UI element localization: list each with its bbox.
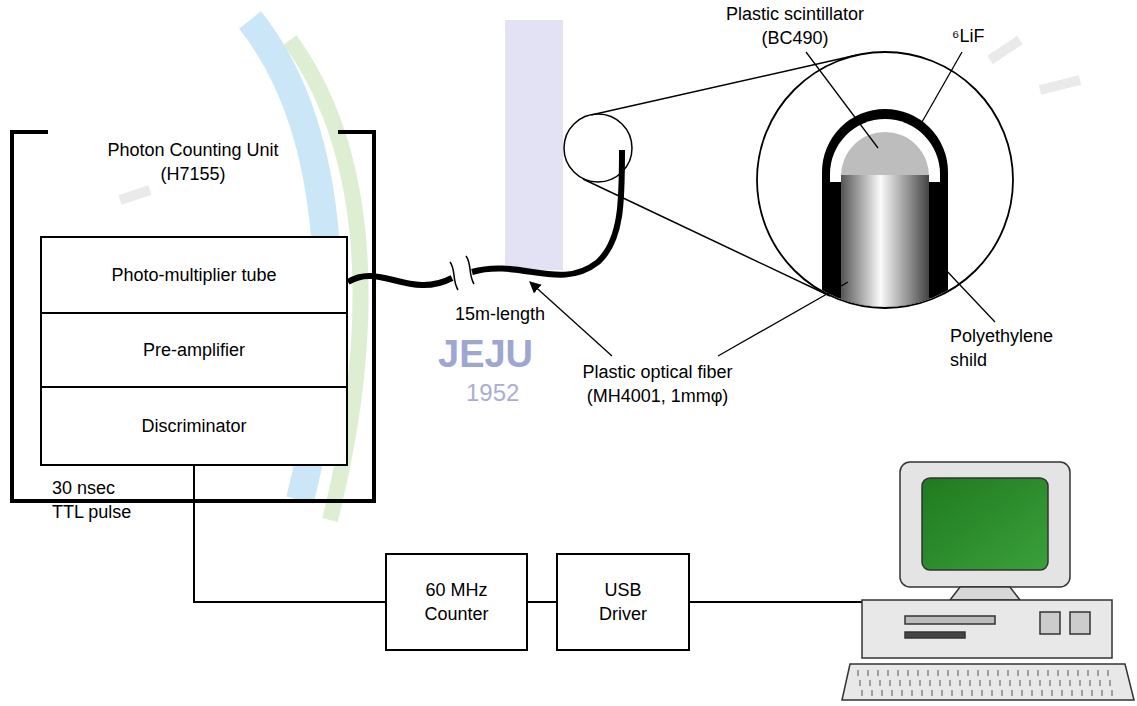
signal-wire (194, 466, 385, 602)
part-label: ⁶LiF (952, 24, 1012, 48)
process-box: 60 MHz Counter (385, 553, 528, 651)
computer-icon (842, 462, 1134, 700)
leader-line (806, 52, 878, 148)
box-label: 60 MHz Counter (417, 578, 497, 627)
housing-top-segment (10, 130, 48, 134)
magnifier-small (564, 114, 632, 182)
box-label: Discriminator (141, 414, 246, 438)
box-label: Photo-multiplier tube (111, 263, 276, 287)
process-box: Discriminator (40, 386, 348, 466)
watermark: 1952 (466, 380, 546, 406)
length-label: 15m-length (455, 302, 565, 326)
process-box: USB Driver (556, 553, 690, 651)
sensor-tip (822, 109, 948, 335)
box-label: USB Driver (588, 578, 658, 627)
usb-cable (690, 601, 862, 603)
leader-line (922, 52, 962, 122)
part-label: Plastic optical fiber (MH4001, 1mmφ) (565, 360, 750, 409)
optical-fiber (348, 276, 452, 285)
unit-title: Photon Counting Unit (H7155) (93, 138, 293, 187)
watermark: JEJU (438, 334, 558, 376)
process-box: Pre-amplifier (40, 312, 348, 388)
signal-label: 30 nsec TTL pulse (52, 476, 134, 525)
part-label: Plastic scintillator (BC490) (710, 2, 880, 51)
optical-fiber (472, 150, 622, 275)
part-label: Polyethylene shild (950, 324, 1070, 373)
leader-line (718, 282, 848, 356)
signal-wire (528, 601, 556, 603)
break-mark (450, 256, 474, 290)
housing-top-segment (338, 130, 376, 134)
leader-line (944, 268, 995, 322)
unit-housing: Photon Counting Unit (H7155) Photo-multip… (10, 130, 376, 503)
box-label: Pre-amplifier (143, 338, 245, 362)
process-box: Photo-multiplier tube (40, 236, 348, 314)
